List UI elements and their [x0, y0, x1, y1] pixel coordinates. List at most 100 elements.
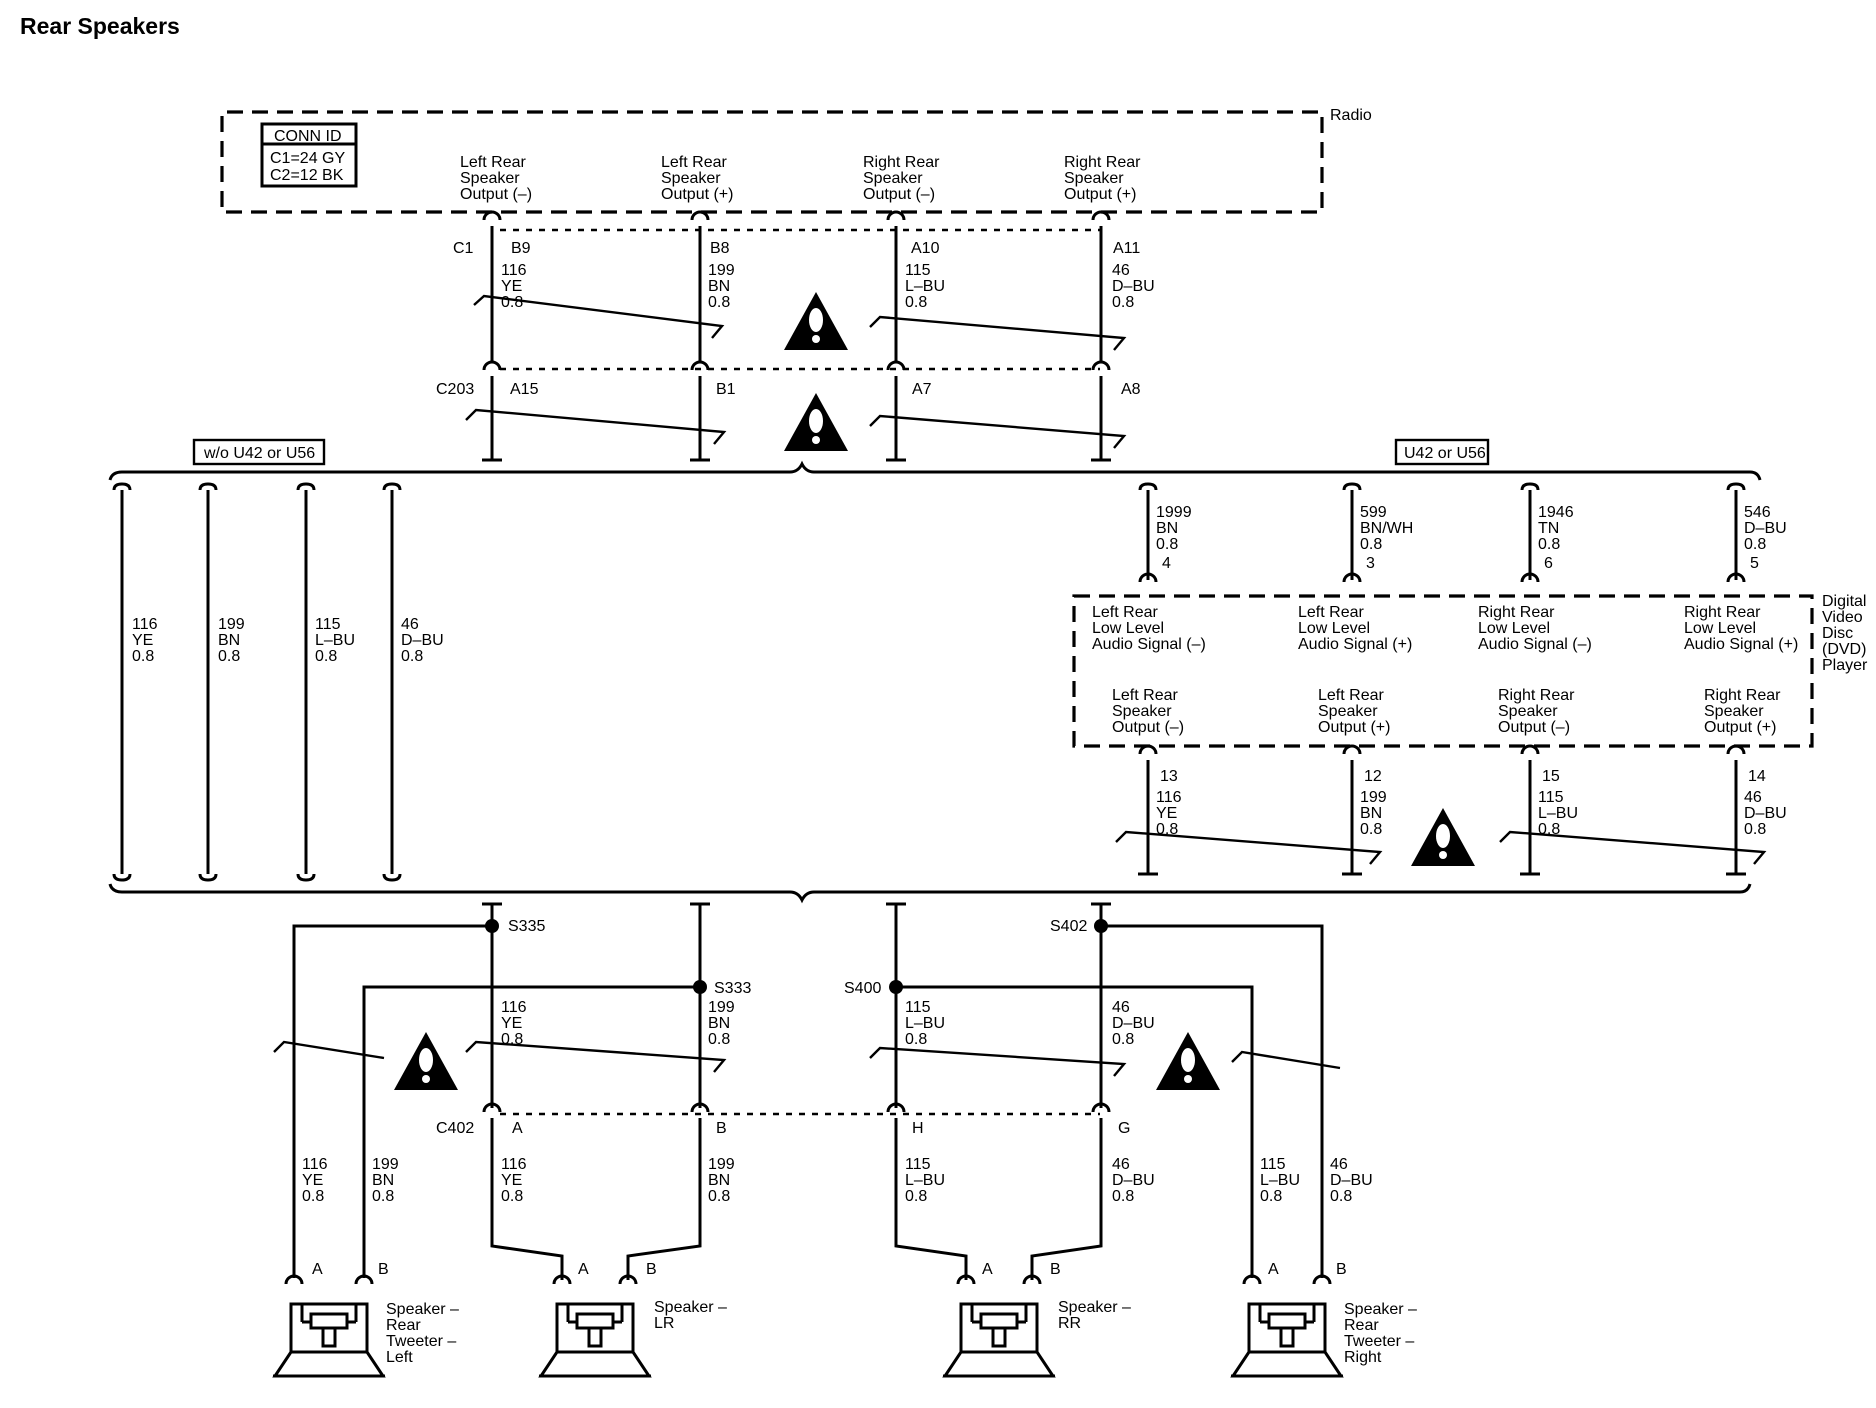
- speaker-label: Speaker –: [386, 1301, 459, 1318]
- wire-color: BN: [218, 632, 240, 649]
- radio-label: Radio: [1330, 107, 1372, 124]
- conn-id-header: CONN ID: [274, 128, 342, 145]
- wire-color: L–BU: [315, 632, 355, 649]
- wire-gauge: 0.8: [501, 294, 523, 311]
- option-labels: w/o U42 or U56 U42 or U56: [192, 438, 1490, 466]
- speaker-label: Left: [386, 1349, 413, 1366]
- radio-output-label: Left Rear: [661, 154, 727, 171]
- option-with-label: U42 or U56: [1404, 445, 1486, 462]
- wire-gauge: 0.8: [401, 648, 423, 665]
- speaker-label: Right: [1344, 1349, 1382, 1366]
- wire-circuit: 115: [1260, 1156, 1286, 1173]
- radio-output-label: Speaker: [863, 170, 923, 187]
- speaker-rr: Speaker – RR: [941, 1299, 1131, 1378]
- wire-gauge: 0.8: [302, 1188, 324, 1205]
- connector-pin: 15: [1542, 768, 1560, 785]
- wire-gauge: 0.8: [1112, 1031, 1134, 1048]
- wire-gauge: 0.8: [1112, 1188, 1134, 1205]
- connector-pin: A10: [911, 240, 940, 257]
- dvd-output-label: Left Rear: [1112, 687, 1178, 704]
- conn-id-line1: C1=24 GY: [270, 150, 345, 167]
- wire-circuit: 116: [1156, 789, 1182, 806]
- wire-color: BN/WH: [1360, 520, 1413, 537]
- dvd-output-label: Speaker: [1318, 703, 1378, 720]
- connector-pin: B: [716, 1120, 727, 1137]
- dvd-output-label: Output (–): [1498, 719, 1570, 736]
- wire-gauge: 0.8: [905, 294, 927, 311]
- radio-output-label: Speaker: [661, 170, 721, 187]
- connector-pin: G: [1118, 1120, 1130, 1137]
- wire-circuit: 116: [302, 1156, 328, 1173]
- speaker-pin-a: A: [1268, 1261, 1279, 1278]
- wire-color: L–BU: [1538, 805, 1578, 822]
- wire-circuit: 115: [1538, 789, 1564, 806]
- twisted-pair-symbol: [869, 315, 1127, 351]
- dvd-input-label: Low Level: [1298, 620, 1370, 637]
- dvd-player-module: Digital Video Disc (DVD) Player Left Rea…: [1072, 593, 1868, 748]
- wire-circuit: 115: [905, 262, 931, 279]
- dvd-input-label: Audio Signal (+): [1684, 636, 1798, 653]
- twisted-pair-symbol: [465, 408, 727, 445]
- dvd-input-label: Low Level: [1092, 620, 1164, 637]
- speaker-rear-tweeter-left: Speaker – Rear Tweeter – Left: [271, 1301, 459, 1378]
- speaker-label: Tweeter –: [1344, 1333, 1414, 1350]
- conn-id-line2: C2=12 BK: [270, 167, 344, 184]
- connector-name: C203: [436, 381, 474, 398]
- dvd-output-label: Right Rear: [1498, 687, 1575, 704]
- speaker-icon: [1229, 1302, 1345, 1378]
- wire-color: L–BU: [905, 1015, 945, 1032]
- dvd-output-label: Output (+): [1318, 719, 1390, 736]
- option-bracket-bottom: [108, 883, 1752, 904]
- twisted-pair-symbol: [465, 1040, 727, 1073]
- lower-harness: S335 S333 S400 S402 116 YE 0.8 199 BN 0.…: [273, 902, 1341, 1278]
- dvd-label: Disc: [1822, 625, 1853, 642]
- wire-gauge: 0.8: [1260, 1188, 1282, 1205]
- twisted-pair-symbol: [869, 414, 1127, 449]
- wire-circuit: 46: [1112, 262, 1130, 279]
- wire-color: BN: [708, 1015, 730, 1032]
- wire-color: YE: [132, 632, 153, 649]
- wire-color: BN: [708, 1172, 730, 1189]
- wire-gauge: 0.8: [905, 1031, 927, 1048]
- speaker-icon: [941, 1302, 1057, 1378]
- wire-label-115: 115 L–BU 0.8: [905, 262, 945, 311]
- caution-icon: [784, 393, 848, 451]
- splice-label: S333: [714, 980, 751, 997]
- wire-color: YE: [501, 1172, 522, 1189]
- dvd-input-label: Audio Signal (–): [1478, 636, 1592, 653]
- splice-label: S402: [1050, 918, 1087, 935]
- wire-circuit: 116: [501, 1156, 527, 1173]
- twisted-pair-symbol: [1231, 1050, 1341, 1070]
- radio-output-label: Speaker: [460, 170, 520, 187]
- connector-name: C1: [453, 240, 474, 257]
- connector-pin: A15: [510, 381, 539, 398]
- wire-color: YE: [1156, 805, 1177, 822]
- wire-circuit: 46: [401, 616, 419, 633]
- wire-gauge: 0.8: [1330, 1188, 1352, 1205]
- splice-label: S335: [508, 918, 545, 935]
- wire-circuit: 1946: [1538, 504, 1574, 521]
- speaker-pin-a: A: [312, 1261, 323, 1278]
- wire-color: D–BU: [1330, 1172, 1373, 1189]
- caution-icon: [1411, 808, 1475, 866]
- wire-circuit: 115: [315, 616, 341, 633]
- wire-gauge: 0.8: [708, 1188, 730, 1205]
- wire-color: YE: [501, 278, 522, 295]
- dvd-label: (DVD): [1822, 641, 1866, 658]
- wire-label-199: 199 BN 0.8: [708, 262, 735, 311]
- wire-color: BN: [708, 278, 730, 295]
- dvd-input-label: Left Rear: [1092, 604, 1158, 621]
- connector-pin: 14: [1748, 768, 1766, 785]
- splice-s335-dot: [485, 919, 499, 933]
- splice-s333-dot: [693, 980, 707, 994]
- splice-label: S400: [844, 980, 881, 997]
- dvd-output-wires: 13 116 YE 0.8 12 199 BN 0.8 15 115 L–BU …: [1115, 744, 1787, 876]
- wire-circuit: 199: [708, 262, 735, 279]
- wire-gauge: 0.8: [1360, 821, 1382, 838]
- speaker-feed-wires: 116 YE 0.8 199 BN 0.8 115 L–BU 0.8 46 D–…: [302, 1118, 1373, 1280]
- dvd-input-label: Audio Signal (+): [1298, 636, 1412, 653]
- dvd-input-label: Low Level: [1478, 620, 1550, 637]
- connector-pin: A8: [1121, 381, 1141, 398]
- radio-output-label: Speaker: [1064, 170, 1124, 187]
- connector-pin: 3: [1366, 555, 1375, 572]
